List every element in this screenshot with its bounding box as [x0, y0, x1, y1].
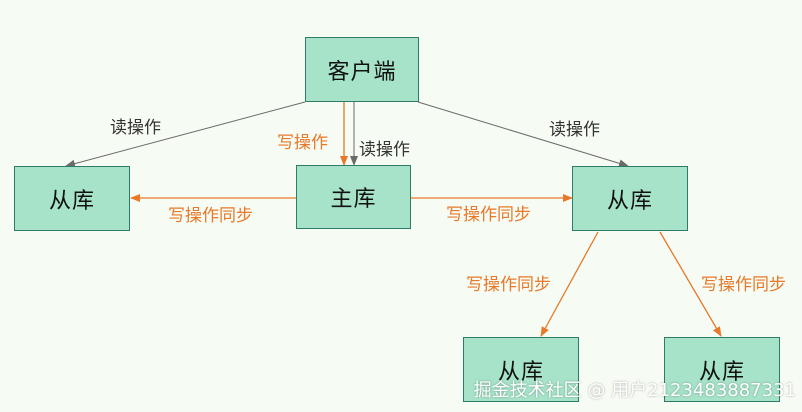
edge-read-client-to-left-slave: [65, 101, 306, 168]
master-node-label: 主库: [330, 187, 377, 212]
slave-node-left: 从库: [14, 166, 130, 231]
edge-label-sync-bottom-left: 写操作同步: [466, 275, 551, 295]
slave-node-left-label: 从库: [48, 188, 95, 214]
client-node: 客户端: [305, 37, 419, 102]
edge-label-sync-left: 写操作同步: [168, 206, 253, 226]
edge-sync-right-to-bottom-right: [659, 231, 722, 337]
slave-node-bottom-left-label: 从库: [497, 359, 544, 385]
edge-label-sync-right: 写操作同步: [446, 205, 531, 225]
edge-label-read-down: 读操作: [359, 140, 410, 160]
client-node-label: 客户端: [327, 59, 397, 85]
edge-label-sync-bottom-right: 写操作同步: [701, 275, 786, 295]
edge-label-read-left: 读操作: [110, 118, 161, 138]
slave-node-bottom-right-label: 从库: [698, 359, 745, 385]
edge-label-read-right: 读操作: [549, 120, 600, 140]
watermark: 掘金技术社区 @ 用户2123483887331: [473, 380, 796, 401]
slave-node-bottom-right: 从库: [664, 337, 780, 402]
edge-label-write-down: 写操作: [277, 133, 328, 153]
slave-node-right: 从库: [572, 166, 688, 231]
edge-sync-right-to-bottom-left: [540, 231, 599, 337]
master-node: 主库: [296, 165, 411, 229]
slave-node-right-label: 从库: [606, 188, 653, 214]
edge-read-client-to-right-slave: [417, 101, 629, 168]
slave-node-bottom-left: 从库: [463, 337, 579, 402]
